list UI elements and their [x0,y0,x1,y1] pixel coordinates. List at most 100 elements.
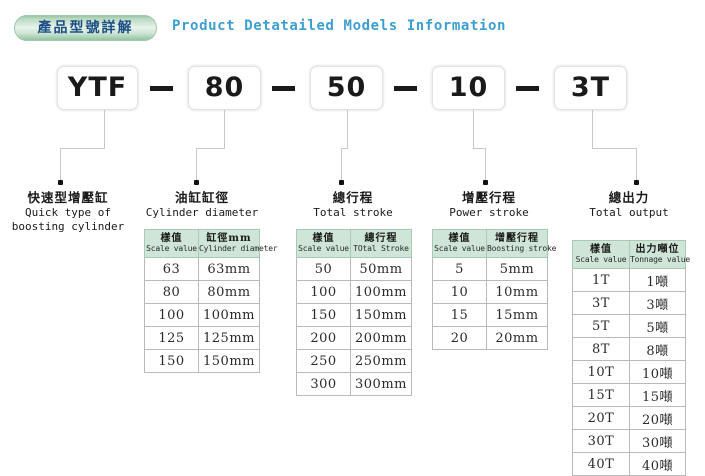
scale-value-cell: 10T [572,360,630,384]
connector-5-dot [634,180,639,185]
spec-value-cell: 200mm [350,326,412,350]
column-label-total-output-en: Total output [589,206,669,219]
model-segment-bore: 80 [188,66,261,110]
scale-value-cell: 15 [432,303,487,327]
scale-value-cell: 15T [572,383,630,407]
connector-3-v2 [341,148,342,183]
header-en: Scale value [434,243,485,253]
header-en: Scale value [575,254,627,264]
column-label-total-stroke: 總行程 Total stroke [292,190,414,220]
header-cn: 樣值 [448,232,471,244]
connector-1-v2 [60,148,61,183]
connector-4-dot [483,180,488,185]
column-label-boosting-cylinder-en1: Quick type of [24,206,112,219]
spec-value-cell: 150mm [198,349,260,373]
connector-4-v1 [473,110,474,148]
spec-value-cell: 125mm [198,326,260,350]
connector-2-dot [194,180,199,185]
spec-value-cell: 250mm [350,349,412,373]
connector-5-v1 [592,110,593,148]
scale-value-cell: 250 [296,349,351,373]
model-segment-bore-value: 80 [204,72,245,103]
header-en: Cylinder diameter [199,243,278,253]
header-en: Scale value [298,243,349,253]
column-label-total-output: 總出力 Total output [568,190,690,220]
model-segment-series-value: YTF [67,72,128,103]
page-title: Product Detatailed Models Information [172,18,507,34]
spec-value-cell: 5噸 [629,314,686,338]
spec-value-cell: 63mm [198,257,260,281]
connector-2-v1 [224,110,225,148]
table-header-row: 樣值 Scale value 增壓行程 Boosting stroke [432,229,556,258]
spec-value-cell: 20噸 [629,406,686,430]
scale-value-cell: 3T [572,291,630,315]
spec-value-cell: 1噸 [629,268,686,292]
header-cn: 總行程 [364,232,398,244]
table-header-cell: 樣值 Scale value [144,229,199,258]
table-header-row: 樣值 Scale value 總行程 TOtal Stroke [296,229,412,258]
spec-value-cell: 10mm [486,280,548,304]
column-label-total-stroke-en: Total stroke [313,206,393,219]
spec-value-cell: 8噸 [629,337,686,361]
scale-value-cell: 5T [572,314,630,338]
header-cn: 樣值 [590,243,612,255]
scale-value-cell: 20T [572,406,630,430]
column-label-total-output-cn: 總出力 [608,190,650,205]
model-segment-total-stroke: 50 [310,66,383,110]
spec-value-cell: 15噸 [629,383,686,407]
table-header-row: 樣值 Scale value 出力噸位 Tonnage value [572,240,690,269]
scale-value-cell: 150 [296,303,351,327]
spec-value-cell: 80mm [198,280,260,304]
spec-value-cell: 15mm [486,303,548,327]
spec-value-cell: 100mm [198,303,260,327]
connector-5-h [592,148,636,149]
table-header-cell: 總行程 TOtal Stroke [350,229,412,258]
column-label-cylinder-diameter-en: Cylinder diameter [145,206,259,219]
connector-1-v1 [104,110,105,148]
title-badge: 產品型號詳解 [14,15,157,41]
scale-value-cell: 40T [572,452,630,476]
header-cn: 樣值 [160,232,183,244]
header-cn: 增壓行程 [495,232,539,244]
table-header-cell: 增壓行程 Boosting stroke [486,229,556,258]
scale-value-cell: 100 [144,303,199,327]
column-label-cylinder-diameter: 油缸缸徑 Cylinder diameter [140,190,264,220]
column-label-total-stroke-cn: 總行程 [332,190,374,205]
header-en: TOtal Stroke [353,243,409,253]
scale-value-cell: 63 [144,257,199,281]
spec-value-cell: 40噸 [629,452,686,476]
column-label-boosting-cylinder-en2: boosting cylinder [11,220,125,233]
scale-value-cell: 8T [572,337,630,361]
spec-value-cell: 50mm [350,257,412,281]
spec-value-cell: 3噸 [629,291,686,315]
table-header-cell: 缸徑mm Cylinder diameter [198,229,278,258]
spec-value-cell: 100mm [350,280,412,304]
spec-value-cell: 150mm [350,303,412,327]
table-header-cell: 樣值 Scale value [432,229,487,258]
